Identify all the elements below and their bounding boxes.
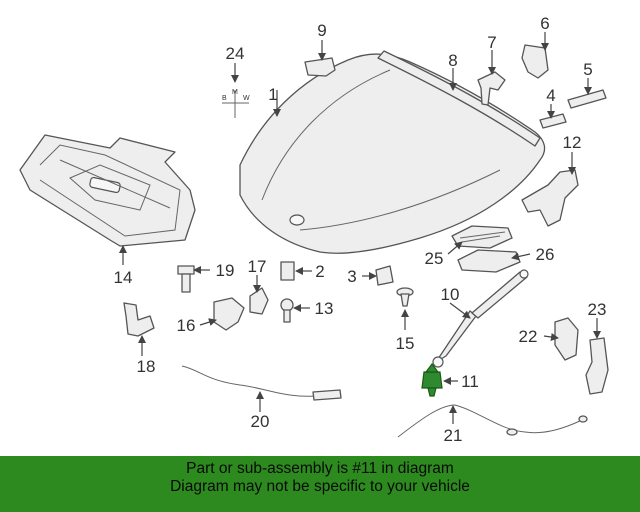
callout-numbers: 1 9 24 8 7 6 5 4 12 25 26 14 19 2 3 17 1… xyxy=(114,14,607,445)
bmw-emblem: B M W xyxy=(222,89,250,118)
hood-insulation xyxy=(19,134,196,247)
callout-21: 21 xyxy=(444,426,463,445)
callout-3: 3 xyxy=(347,267,356,286)
pin-15 xyxy=(396,287,414,307)
emblem-letter-w: W xyxy=(243,95,250,102)
bracket-17 xyxy=(249,287,269,315)
trim-strip-4 xyxy=(539,113,567,129)
hood-hinge xyxy=(521,169,579,227)
banner-line-2: Diagram may not be specific to your vehi… xyxy=(170,478,470,495)
grille-25 xyxy=(451,225,513,249)
clip-2 xyxy=(280,261,295,281)
callout-10: 10 xyxy=(441,285,460,304)
callout-16: 16 xyxy=(177,316,196,335)
callout-5: 5 xyxy=(583,60,592,79)
hood-components-diagram: B M W 1 9 24 8 7 6 xyxy=(19,14,609,445)
callout-4: 4 xyxy=(546,86,555,105)
callout-8: 8 xyxy=(448,51,457,70)
bracket-18 xyxy=(123,302,155,337)
bracket-23 xyxy=(585,337,609,395)
callout-11: 11 xyxy=(461,372,479,391)
callout-14: 14 xyxy=(114,268,133,287)
leader-lines xyxy=(119,32,601,424)
callout-13: 13 xyxy=(315,299,334,318)
bracket-9 xyxy=(304,57,336,77)
emblem-letter-m: M xyxy=(232,89,238,96)
callout-20: 20 xyxy=(251,412,270,431)
callout-23: 23 xyxy=(588,300,607,319)
bolt-19 xyxy=(177,265,195,293)
bracket-7 xyxy=(477,71,506,106)
screw-13 xyxy=(280,298,294,323)
callout-26: 26 xyxy=(536,245,555,264)
callout-9: 9 xyxy=(317,21,326,40)
callout-7: 7 xyxy=(487,33,496,52)
callout-25: 25 xyxy=(425,249,444,268)
info-banner: Part or sub-assembly is #11 in diagram D… xyxy=(0,456,640,512)
callout-12: 12 xyxy=(563,133,582,152)
seal-strip xyxy=(377,50,541,147)
bracket-22 xyxy=(554,317,579,361)
callout-24: 24 xyxy=(226,44,245,63)
callout-22: 22 xyxy=(519,327,538,346)
hood-latch-16 xyxy=(213,297,245,331)
callout-18: 18 xyxy=(137,357,156,376)
callout-6: 6 xyxy=(540,14,549,33)
callout-1: 1 xyxy=(268,85,277,104)
callout-2: 2 xyxy=(315,262,324,281)
callout-19: 19 xyxy=(216,261,235,280)
bracket-6 xyxy=(521,44,549,79)
grille-seal-26 xyxy=(457,249,521,273)
release-cable-21 xyxy=(397,404,583,438)
callout-15: 15 xyxy=(396,334,415,353)
release-cable-20 xyxy=(181,365,316,397)
highlighted-part-11 xyxy=(421,363,443,397)
trim-strip-5 xyxy=(567,89,607,109)
emblem-letter-b: B xyxy=(222,95,227,102)
rubber-bumper-3 xyxy=(375,265,394,286)
gas-strut xyxy=(432,269,529,368)
banner-line-1: Part or sub-assembly is #11 in diagram xyxy=(186,460,454,477)
callout-17: 17 xyxy=(248,257,267,276)
